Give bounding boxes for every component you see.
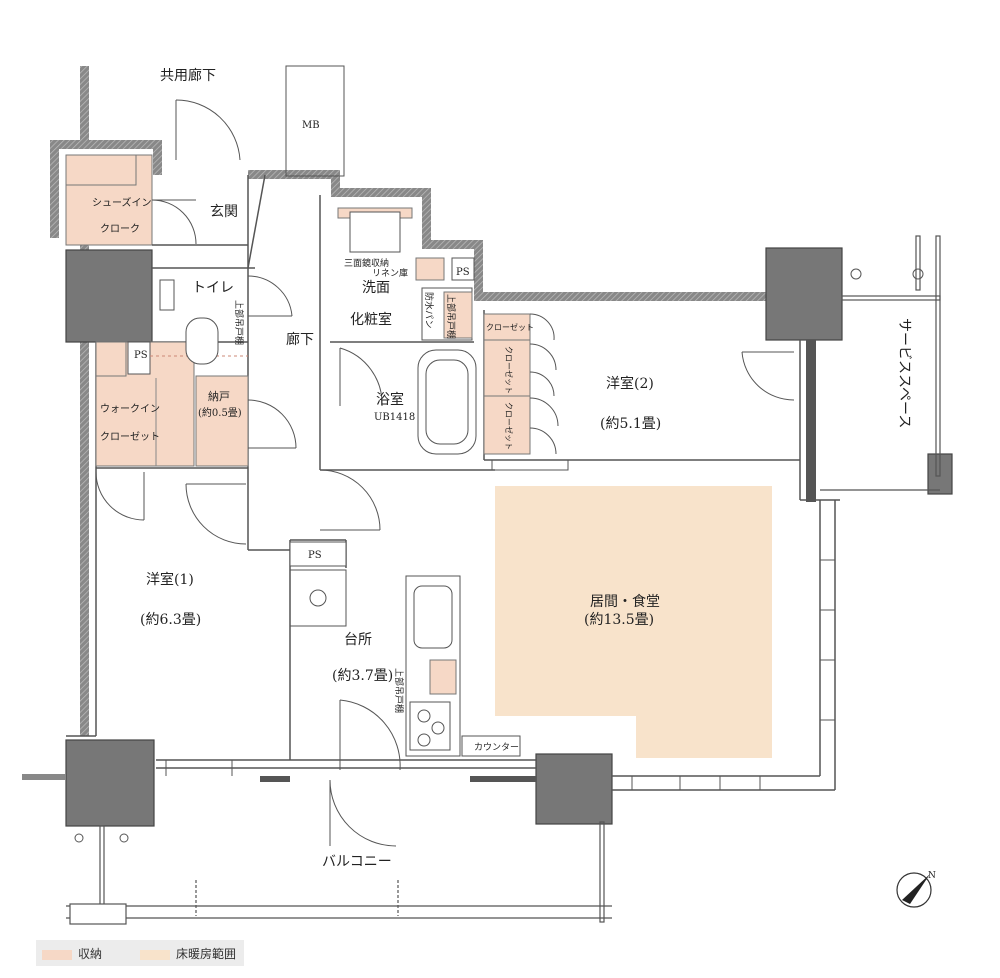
interior-partitions (66, 174, 840, 791)
sink (413, 585, 453, 649)
label-upper-shelf-kitchen: 上部吊戸棚 (393, 668, 405, 713)
label-washroom: 洗面 (362, 280, 390, 296)
label-service-space: サービススペース (896, 318, 912, 428)
label-kitchen: 台所 (344, 632, 372, 648)
label-counter: カウンター (474, 742, 519, 753)
label-ps-kitchen: PS (308, 550, 322, 561)
label-linen-closet: リネン庫 (372, 267, 408, 279)
label-shoes-in-1: シューズイン (92, 196, 152, 209)
label-ps-toilet: PS (134, 350, 148, 361)
label-room2: 洋室(2) (606, 375, 654, 392)
column-entrance (65, 249, 153, 343)
label-powder-room: 化粧室 (350, 311, 392, 328)
label-room1: 洋室(1) (146, 571, 194, 588)
legend-floor-heating: 床暖房範囲 (140, 945, 236, 962)
label-closet-mid: クローゼット (504, 346, 514, 394)
room2-closet-bottom (483, 395, 531, 455)
label-mb: MB (302, 120, 320, 131)
legend-storage-swatch (42, 949, 72, 960)
label-upper-shelf-wash: 上部吊戸棚 (445, 294, 457, 339)
column-bottom-middle (535, 753, 613, 825)
label-three-sided-mirror: 三面鏡収納 (344, 257, 389, 269)
label-ps-wash: PS (456, 267, 470, 278)
service-space-railing (820, 235, 941, 491)
column-right (765, 247, 843, 341)
label-nando-2: (約0.5畳) (198, 406, 242, 419)
label-bath-unit: UB1418 (374, 412, 415, 423)
label-nando-1: 納戸 (208, 390, 230, 403)
label-closet-top: クローゼット (486, 322, 534, 332)
label-upper-shelf-toilet: 上部吊戸棚 (233, 300, 245, 345)
label-room2-size: (約5.1畳) (600, 416, 661, 432)
counter-box (461, 735, 521, 757)
label-waterproof-pan: 防水パン (423, 292, 435, 328)
label-shoes-in-2: クローク (100, 223, 140, 235)
north-label: N (928, 871, 936, 881)
bathtub (417, 349, 477, 455)
label-kitchen-size: (約3.7畳) (332, 668, 393, 684)
legend-storage: 収納 (42, 945, 102, 962)
legend-floor-heating-swatch (140, 949, 170, 960)
label-toilet: トイレ (192, 280, 234, 296)
balcony-railing (66, 821, 612, 925)
legend-floor-heating-label: 床暖房範囲 (176, 947, 237, 961)
label-walkin-1: ウォークイン (100, 403, 160, 415)
label-entrance: 玄関 (210, 203, 238, 220)
label-balcony: バルコニー (322, 854, 392, 870)
label-living: 居間・食堂 (590, 593, 660, 610)
ps-kitchen (289, 541, 347, 567)
column-bottom-left (65, 739, 155, 827)
label-room1-size: (約6.3畳) (140, 612, 201, 628)
exterior-walls (50, 66, 769, 736)
label-corridor-common: 共用廊下 (160, 67, 216, 84)
legend-storage-label: 収納 (78, 947, 103, 961)
label-hallway: 廊下 (286, 331, 314, 348)
doors (95, 99, 795, 847)
label-closet-bottom: クローゼット (504, 402, 514, 450)
label-bath: 浴室 (376, 391, 404, 408)
label-living-size: (約13.5畳) (584, 612, 654, 628)
north-arrow: N (896, 871, 936, 908)
floor-heating-area (495, 486, 772, 758)
nando (195, 375, 249, 467)
legend: 収納 床暖房範囲 (36, 940, 244, 966)
label-walkin-2: クローゼット (100, 431, 160, 443)
